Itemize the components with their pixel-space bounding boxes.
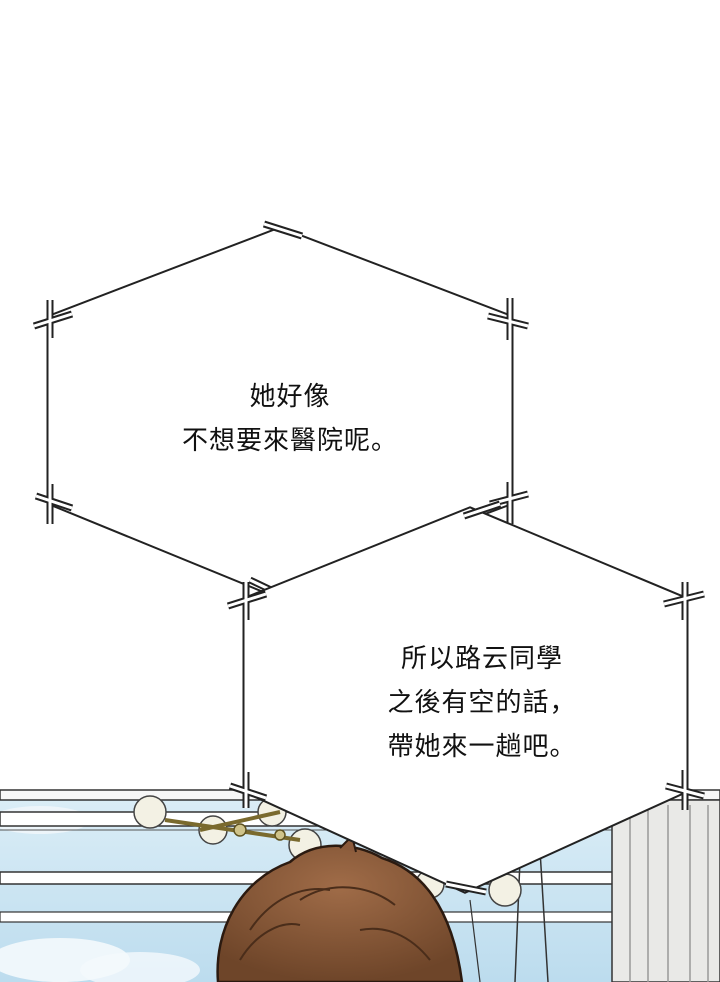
character-hair xyxy=(216,834,464,982)
speech-bubble-1-line-2: 不想要來醫院呢。 xyxy=(181,426,398,456)
speech-bubble-2-line-2: 之後有空的話， xyxy=(387,688,577,718)
speech-bubble-2-text: 所以路云同學 之後有空的話， 帶她來一趟吧。 xyxy=(352,637,612,769)
speech-bubble-1 xyxy=(32,220,529,604)
speech-bubble-2 xyxy=(226,500,705,896)
speech-bubble-2-line-1: 所以路云同學 xyxy=(400,644,563,674)
speech-bubble-1-text: 她好像 不想要來醫院呢。 xyxy=(150,375,430,463)
speech-bubble-1-line-1: 她好像 xyxy=(249,382,331,412)
speech-bubble-2-line-3: 帶她來一趟吧。 xyxy=(387,732,577,762)
